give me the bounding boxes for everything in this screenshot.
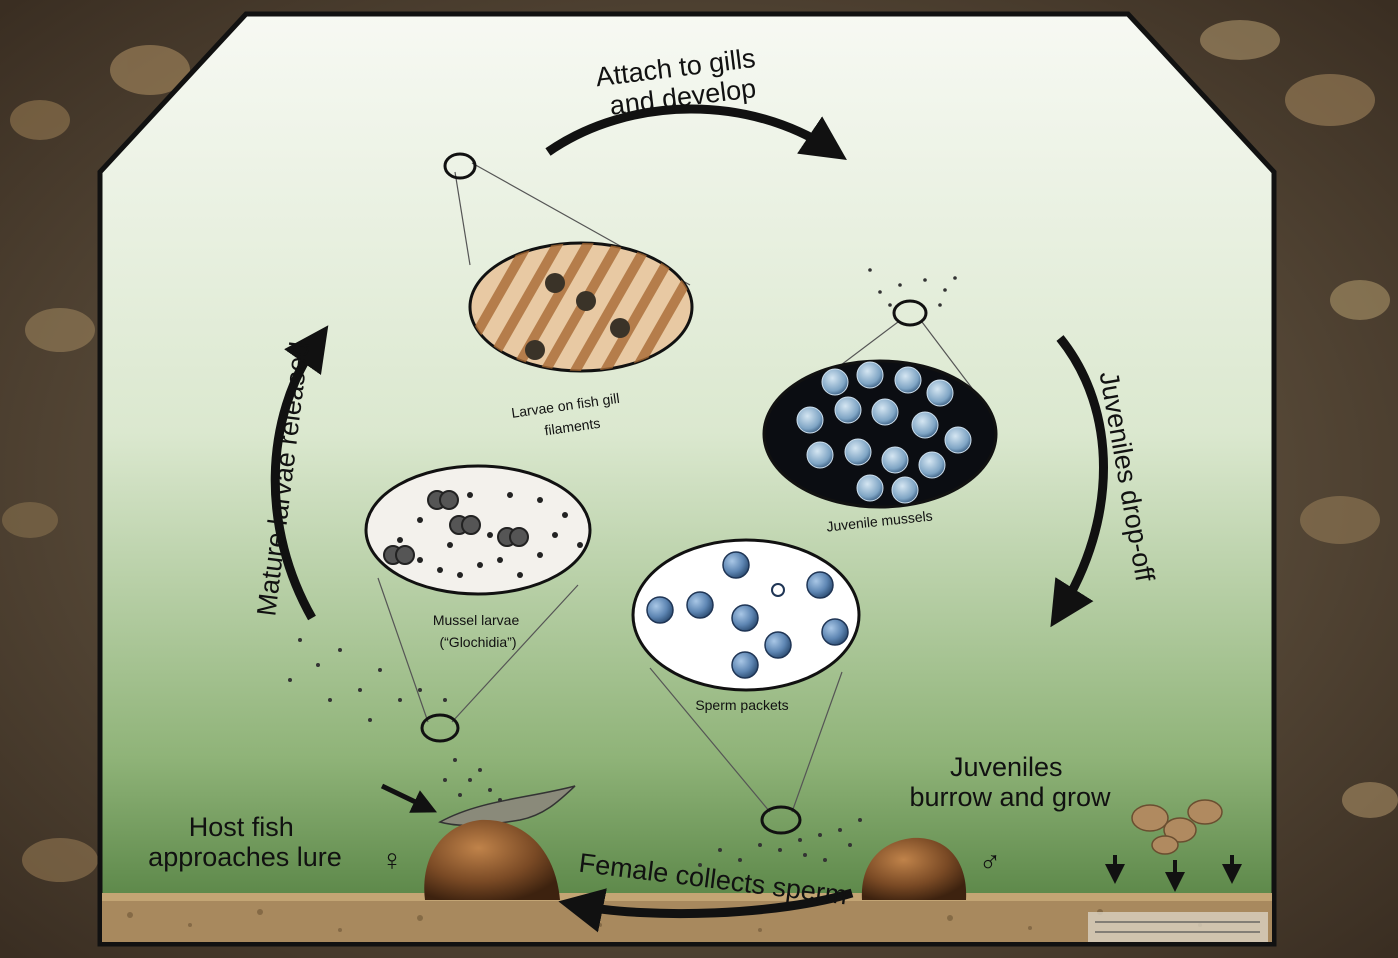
label-host-line1: Host fish	[189, 812, 294, 842]
glochidia-caption-line1: Mussel larvae	[433, 612, 520, 628]
inset-juvenile-mussels	[764, 361, 996, 507]
inset-glochidia	[366, 466, 590, 594]
label-burrow-line1: Juveniles	[950, 752, 1063, 782]
male-symbol: ♂	[979, 846, 1002, 879]
label-burrow-line2: burrow and grow	[909, 782, 1111, 812]
credit-box	[1088, 912, 1268, 942]
inset-sperm-packets	[633, 540, 859, 690]
sperm-caption: Sperm packets	[695, 697, 788, 713]
glochidia-caption-line2: (“Glochidia”)	[439, 634, 516, 650]
female-symbol: ♀	[381, 844, 404, 877]
label-host-line2: approaches lure	[148, 842, 342, 872]
